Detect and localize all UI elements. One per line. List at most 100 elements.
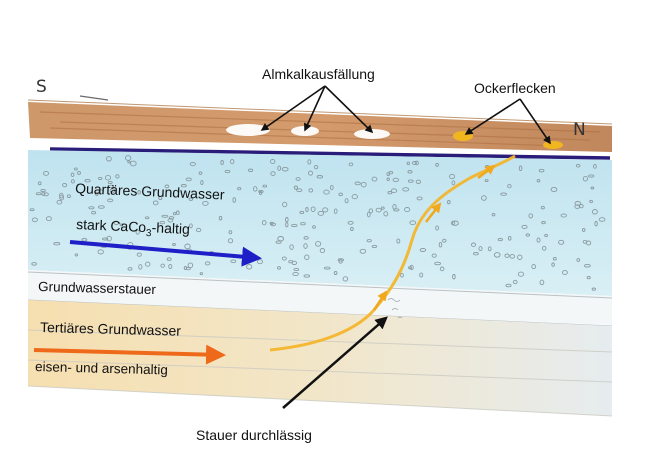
gravel-dot — [390, 188, 398, 194]
gravel-dot — [402, 187, 410, 192]
tertiary-aquifer — [28, 300, 612, 416]
gravel-dot — [500, 192, 507, 196]
gravel-dot — [277, 165, 282, 171]
gravel-dot — [368, 208, 374, 214]
gravel-dot — [98, 189, 104, 195]
gravel-dot — [195, 227, 202, 233]
gravel-dot — [347, 220, 354, 225]
label-tertiary-2: eisen- und arsenhaltig — [35, 359, 168, 377]
gravel-dot — [473, 252, 479, 256]
gravel-dot — [185, 177, 192, 182]
gravel-dot — [74, 253, 79, 257]
gravel-dot — [329, 184, 334, 191]
gravel-dot — [531, 264, 537, 270]
gravel-dot — [317, 210, 325, 216]
gravel-dot — [59, 192, 64, 199]
gravel-dot — [383, 211, 389, 217]
gravel-dot — [404, 207, 411, 213]
gravel-dot — [293, 185, 298, 190]
seepage-arrow-1 — [372, 290, 388, 311]
gravel-dot — [106, 235, 112, 242]
gravel-dot — [451, 180, 456, 186]
gravel-dot — [342, 276, 349, 282]
gravel-dot — [591, 209, 598, 215]
gravel-dot — [230, 259, 237, 264]
gravel-dot — [270, 171, 276, 176]
direction-north: N — [573, 120, 586, 140]
gravel-dot — [552, 256, 557, 261]
gravel-dot — [262, 184, 268, 188]
gravel-dot — [487, 246, 492, 252]
gravel-dot — [129, 160, 137, 167]
gravel-dot — [407, 170, 413, 174]
leak-pointer — [282, 316, 388, 409]
gravel-dot — [270, 158, 276, 165]
gravel-dot — [303, 274, 311, 278]
gravel-dot — [409, 220, 416, 226]
label-quaternary-2: stark CaCo3-haltig — [76, 216, 190, 241]
gravel-dot — [94, 191, 99, 196]
gravel-dot — [536, 179, 541, 183]
gravel-dot — [431, 253, 437, 258]
gravel-dot — [220, 160, 224, 165]
gravel-dot — [168, 216, 175, 220]
gravel-dot — [371, 244, 378, 249]
gravel-dot — [31, 262, 37, 266]
gravel-dot — [41, 191, 46, 196]
gravel-dot — [507, 235, 512, 241]
gravel-dot — [312, 225, 316, 229]
gravel-dot — [588, 174, 595, 178]
label-aquitard: Grundwasserstauer — [38, 279, 157, 297]
gravel-dot — [281, 256, 287, 261]
gravel-dot — [289, 244, 294, 250]
gravel-dot — [491, 212, 496, 217]
gravel-dot — [517, 271, 525, 277]
gravel-dot — [164, 184, 170, 189]
gravel-dot — [308, 170, 313, 176]
gravel-dot — [97, 249, 104, 255]
direction-south: S — [36, 77, 47, 97]
gravel-dot — [53, 242, 61, 246]
gravel-dot — [98, 205, 105, 209]
seepage-path — [269, 154, 516, 352]
gravel-dot — [584, 263, 591, 268]
gravel-dot — [560, 213, 567, 218]
gravel-dot — [200, 180, 204, 186]
gravel-dot — [310, 206, 316, 212]
leak-zone — [387, 298, 403, 319]
gravel-dot — [62, 182, 68, 188]
gravel-dot — [113, 220, 119, 226]
gravel-dot — [452, 220, 459, 226]
gravel-dot — [574, 201, 582, 206]
gravel-dot — [166, 257, 172, 261]
gravel-dot — [411, 161, 418, 165]
gravel-dot — [408, 266, 413, 270]
ochre-pointers — [464, 98, 551, 145]
gravel-dot — [107, 198, 114, 203]
gravel-dot — [152, 200, 159, 206]
gravel-dot — [73, 167, 78, 171]
gravel-dot — [91, 210, 97, 215]
gravel-dot — [525, 233, 530, 237]
gravel-dot — [509, 254, 516, 259]
quaternary-aquifer — [28, 150, 612, 296]
gravel-dot — [202, 200, 209, 206]
gravel-dot — [439, 266, 445, 272]
gravel-dot — [315, 241, 322, 247]
gravel-dot — [204, 261, 211, 266]
gravel-dot — [180, 184, 187, 188]
gravel-dot — [434, 261, 441, 266]
gravel-dot — [40, 188, 46, 193]
gravel-dot — [393, 208, 400, 212]
gravel-dot — [119, 223, 124, 227]
gravel-dot — [387, 191, 393, 195]
gravel-dot — [288, 260, 294, 264]
gravel-dot — [507, 184, 512, 189]
direction-south-arrow — [79, 95, 109, 101]
gravel-dot — [419, 272, 424, 278]
gravel-dot — [135, 229, 140, 235]
gravel-dot — [137, 190, 141, 195]
gravel-dot — [232, 197, 236, 203]
gravel-dot — [35, 192, 42, 196]
gravel-dot — [307, 159, 312, 165]
